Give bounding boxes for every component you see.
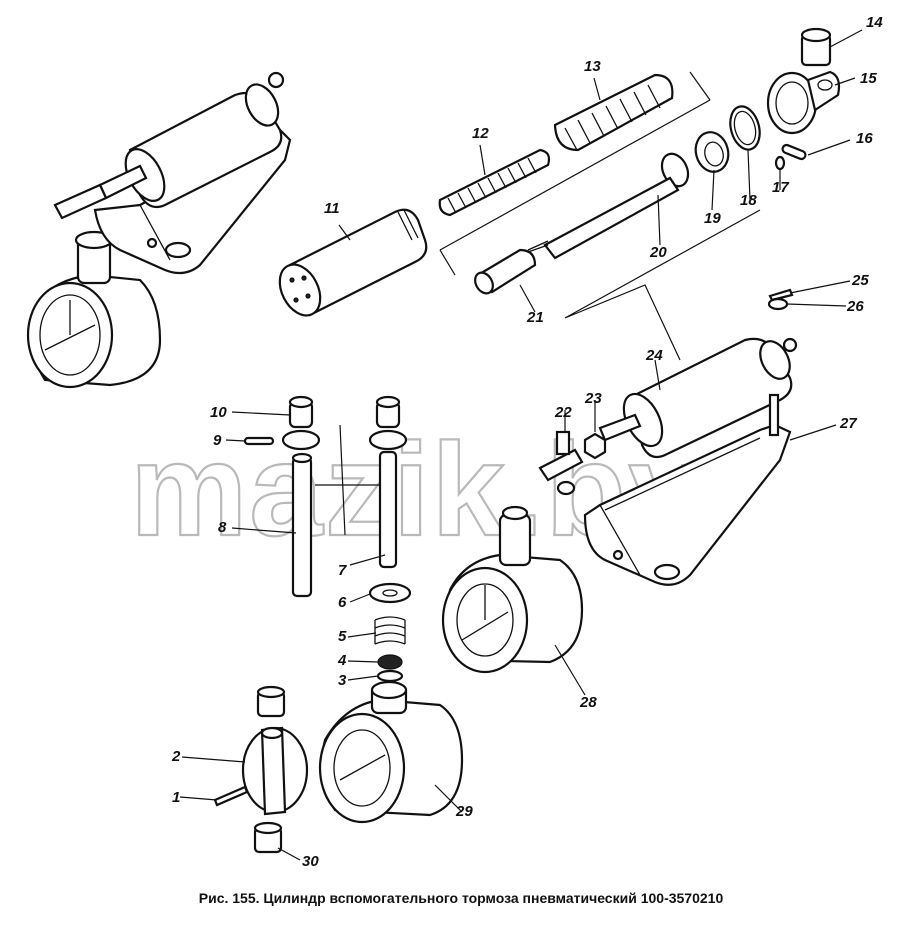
callout-4: 4 [337,652,347,669]
callout-labels: 1 2 3 4 5 6 7 8 9 10 11 12 13 14 15 16 1… [171,14,883,870]
part-6-washer [368,582,412,604]
part-20-piston-rod [527,152,690,260]
part-28-housing [441,505,584,674]
part-1-pin [213,785,249,807]
callout-5: 5 [338,628,347,645]
group-bracket-bottom [439,209,761,361]
part-29-housing [318,680,464,824]
part-13-outer-spring [553,73,674,152]
callout-19: 19 [704,210,721,227]
callout-6: 6 [338,594,347,611]
part-5-spring [374,616,406,645]
cylinder-assembled [53,71,285,220]
callout-8: 8 [218,519,227,536]
callout-10: 10 [210,404,227,421]
callout-12: 12 [472,125,489,142]
callout-17: 17 [772,179,789,196]
callout-29: 29 [455,803,473,820]
part-27-bracket [583,393,792,586]
part-18-o-ring [729,105,761,151]
figure-caption: Рис. 155. Цилиндр вспомогательного тормо… [198,890,724,906]
part-17-cotter [774,155,786,171]
callout-18: 18 [740,192,757,209]
group-bracket-top [439,71,711,251]
callout-23: 23 [584,390,602,407]
part-9-pin [243,436,275,446]
callout-21: 21 [526,309,544,326]
callout-24: 24 [645,347,663,364]
part-19-seal [694,131,730,173]
callout-20: 20 [649,244,667,261]
callout-27: 27 [839,415,857,432]
callout-14: 14 [866,14,883,31]
part-3-seat [376,669,404,683]
callout-22: 22 [554,404,572,421]
part-14-bushing [800,27,832,67]
callout-9: 9 [213,432,222,449]
part-26-washer [767,297,789,311]
callout-3: 3 [338,672,347,689]
callout-7: 7 [338,562,347,579]
callout-26: 26 [846,298,864,315]
rod-group-bracket [315,424,380,536]
part-8-rod [291,452,313,598]
part-25-cotter-pin [768,288,794,302]
assembled-view-top-left [26,71,292,389]
callout-2: 2 [171,748,181,765]
part-2-damper-disc [241,726,309,816]
part-21-tube [474,248,537,295]
part-7-rod-assembly [368,395,408,569]
callout-30: 30 [302,853,319,870]
part-11-cylinder-body [278,208,428,317]
part-22-tee-fitting [538,430,584,496]
part-10-valve-head [281,395,321,451]
part-4-valve [377,654,403,670]
part-bushing-upper [256,685,286,718]
part-30-bushing [253,821,283,854]
callout-28: 28 [579,694,597,711]
part-16-pin [781,143,807,161]
callout-25: 25 [851,272,869,289]
callout-11: 11 [324,200,340,217]
part-24-cylinder-assembly [598,337,798,459]
callout-13: 13 [584,58,601,75]
part-12-inner-spring [438,148,551,217]
callout-15: 15 [860,70,877,87]
part-15-end-cap [766,70,841,135]
callout-1: 1 [172,789,180,806]
housing-assembled [26,230,162,389]
part-23-nut [583,432,607,460]
callout-16: 16 [856,130,873,147]
leader-lines [179,29,863,861]
